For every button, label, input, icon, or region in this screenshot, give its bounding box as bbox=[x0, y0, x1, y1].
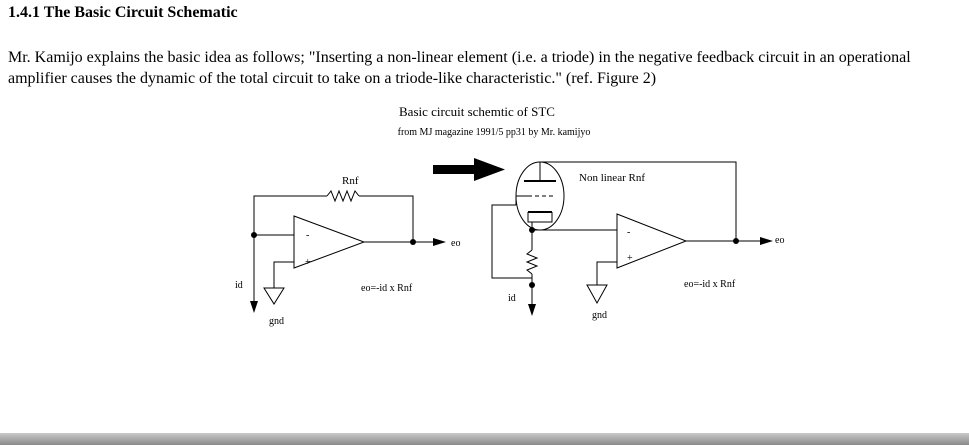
left-ground-wire bbox=[273, 261, 294, 288]
right-junction-grid bbox=[529, 282, 535, 288]
right-junction-cathode bbox=[529, 227, 535, 233]
right-id-label: id bbox=[508, 293, 516, 304]
right-minus-label: - bbox=[627, 227, 630, 238]
right-junction-output bbox=[733, 238, 739, 244]
left-id-arrow bbox=[250, 301, 258, 313]
right-cathode-wire bbox=[531, 222, 617, 231]
right-ground-wire bbox=[596, 261, 617, 285]
triode-heater bbox=[527, 212, 553, 223]
left-feedback-wire-right bbox=[359, 195, 414, 242]
left-gnd-label: gnd bbox=[269, 316, 284, 327]
right-output-arrow bbox=[760, 237, 773, 245]
window-bottom-edge bbox=[0, 433, 969, 445]
right-gnd-label: gnd bbox=[592, 310, 607, 321]
left-resistor-rnf bbox=[326, 189, 360, 203]
left-minus-label: - bbox=[306, 230, 309, 241]
left-opamp bbox=[293, 215, 366, 269]
section-title: 1.4.1 The Basic Circuit Schematic bbox=[8, 4, 238, 21]
right-ground-symbol bbox=[586, 284, 608, 305]
left-junction-output bbox=[410, 239, 416, 245]
right-nonlinear-label: Non linear Rnf bbox=[579, 172, 645, 184]
left-rnf-label: Rnf bbox=[342, 175, 359, 187]
left-circuit bbox=[253, 189, 433, 305]
left-eo-label: eo bbox=[451, 238, 460, 249]
left-circuit-marks bbox=[250, 232, 446, 313]
left-ground-symbol bbox=[263, 287, 285, 305]
transform-arrow bbox=[433, 158, 505, 181]
figure-subtitle: from MJ magazine 1991/5 pp31 by Mr. kami… bbox=[398, 127, 591, 138]
left-equation: eo=-id x Rnf bbox=[361, 283, 413, 294]
left-plus-label: + bbox=[305, 257, 311, 268]
right-circuit bbox=[491, 161, 760, 306]
right-circuit-marks bbox=[528, 227, 773, 316]
left-id-label: id bbox=[235, 280, 243, 291]
right-resistor bbox=[525, 249, 539, 275]
left-output-arrow bbox=[433, 238, 446, 246]
right-id-arrow bbox=[528, 304, 536, 316]
right-eo-label: eo bbox=[775, 235, 784, 246]
right-equation: eo=-id x Rnf bbox=[684, 279, 736, 290]
figure-title: Basic circuit schemtic of STC bbox=[399, 104, 555, 119]
left-junction-input bbox=[251, 232, 257, 238]
left-feedback-wire bbox=[253, 195, 327, 235]
right-plus-label: + bbox=[627, 253, 633, 264]
body-paragraph: Mr. Kamijo explains the basic idea as fo… bbox=[8, 49, 911, 87]
right-opamp bbox=[616, 213, 688, 269]
triode-grid-lead bbox=[515, 195, 528, 205]
right-grid-loop bbox=[491, 204, 532, 279]
right-feedback-wire bbox=[540, 161, 737, 241]
